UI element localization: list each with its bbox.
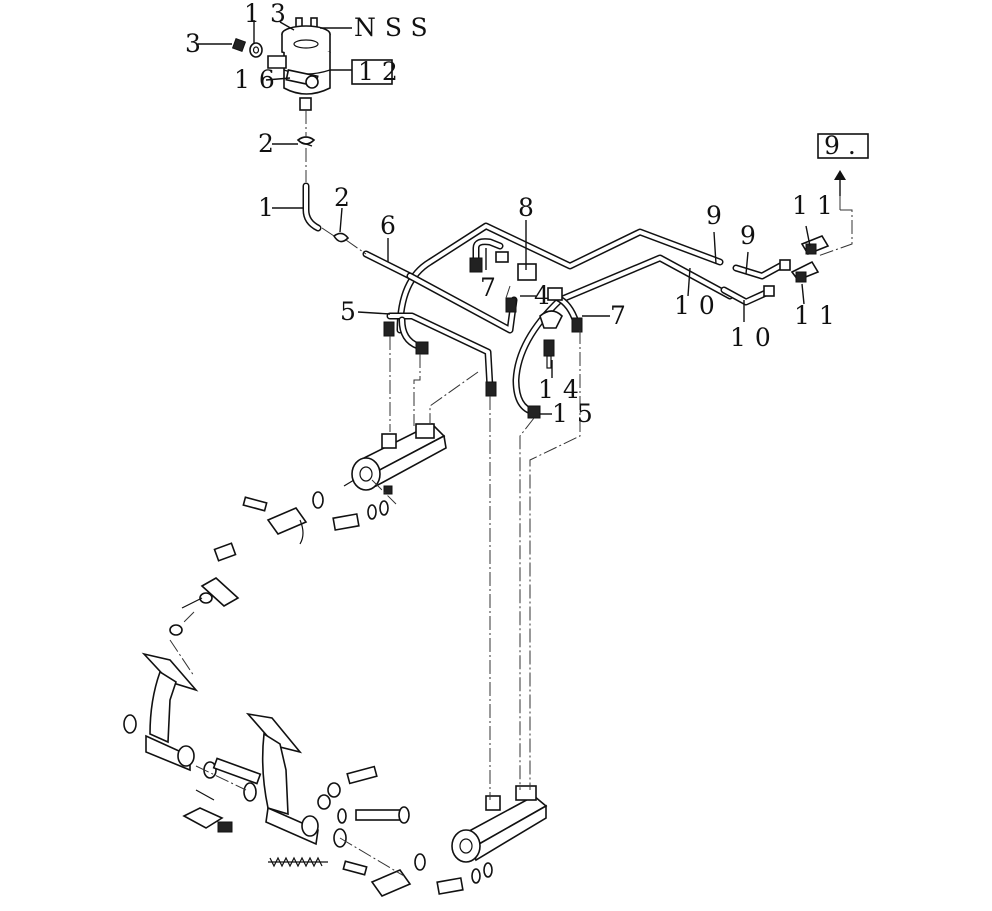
label-12: 12 bbox=[358, 57, 406, 86]
label-nss: NSS bbox=[354, 13, 437, 42]
label-14: 14 bbox=[538, 375, 588, 404]
label-7-right: 7 bbox=[610, 301, 635, 330]
label-11-upper: 11 bbox=[792, 191, 842, 220]
label-9-lower: 9 bbox=[740, 221, 765, 250]
label-3-cap: 3 bbox=[270, 0, 295, 28]
ref-box-9 bbox=[817, 133, 869, 196]
label-2-lower: 2 bbox=[334, 183, 359, 212]
label-1-washer: 1 bbox=[244, 0, 269, 28]
callout-labels: 3 1 3 NSS 16 12 2 1 2 6 5 8 7 4 7 14 15 … bbox=[185, 0, 864, 428]
label-4: 4 bbox=[534, 281, 559, 310]
label-9-upper: 9 bbox=[706, 201, 731, 230]
label-7-left: 7 bbox=[480, 273, 505, 302]
label-1-hose: 1 bbox=[258, 193, 283, 222]
label-8: 8 bbox=[518, 193, 543, 222]
pedal-bolts bbox=[317, 765, 410, 824]
pedal-bracket-plates bbox=[182, 789, 233, 833]
label-5-left: 5 bbox=[340, 297, 365, 326]
left-pedal bbox=[123, 652, 217, 779]
return-spring bbox=[268, 856, 328, 868]
lower-pushrod-clevis bbox=[342, 853, 493, 897]
fluid-reservoir bbox=[267, 17, 331, 111]
arrow-up-icon bbox=[834, 170, 846, 180]
ref-label-9: 9. bbox=[824, 131, 864, 160]
assembly-center-lines bbox=[169, 110, 853, 877]
leader-lines bbox=[198, 20, 811, 415]
pedal-spring-parts bbox=[169, 542, 240, 636]
hose-clip-lower bbox=[332, 232, 350, 243]
supply-hose bbox=[302, 182, 322, 232]
label-15: 15 bbox=[552, 399, 602, 428]
pipe-fittings bbox=[383, 235, 830, 419]
label-10-lower: 10 bbox=[730, 323, 780, 352]
reservoir-bolt bbox=[285, 69, 319, 89]
upper-pushrod-clevis bbox=[242, 491, 389, 545]
label-2-upper: 2 bbox=[258, 129, 283, 158]
upper-master-cylinder bbox=[343, 423, 447, 495]
label-3-nut: 3 bbox=[185, 29, 210, 58]
right-pedal bbox=[212, 712, 347, 848]
lower-master-cylinder bbox=[451, 785, 548, 863]
label-6: 6 bbox=[380, 211, 405, 240]
hose-clip-upper bbox=[296, 136, 316, 147]
ref-box-12 bbox=[351, 59, 393, 85]
label-16: 16 bbox=[234, 65, 284, 94]
reservoir-nut-washer bbox=[231, 37, 263, 58]
label-10-upper: 10 bbox=[674, 291, 724, 320]
label-11-lower: 11 bbox=[794, 301, 844, 330]
